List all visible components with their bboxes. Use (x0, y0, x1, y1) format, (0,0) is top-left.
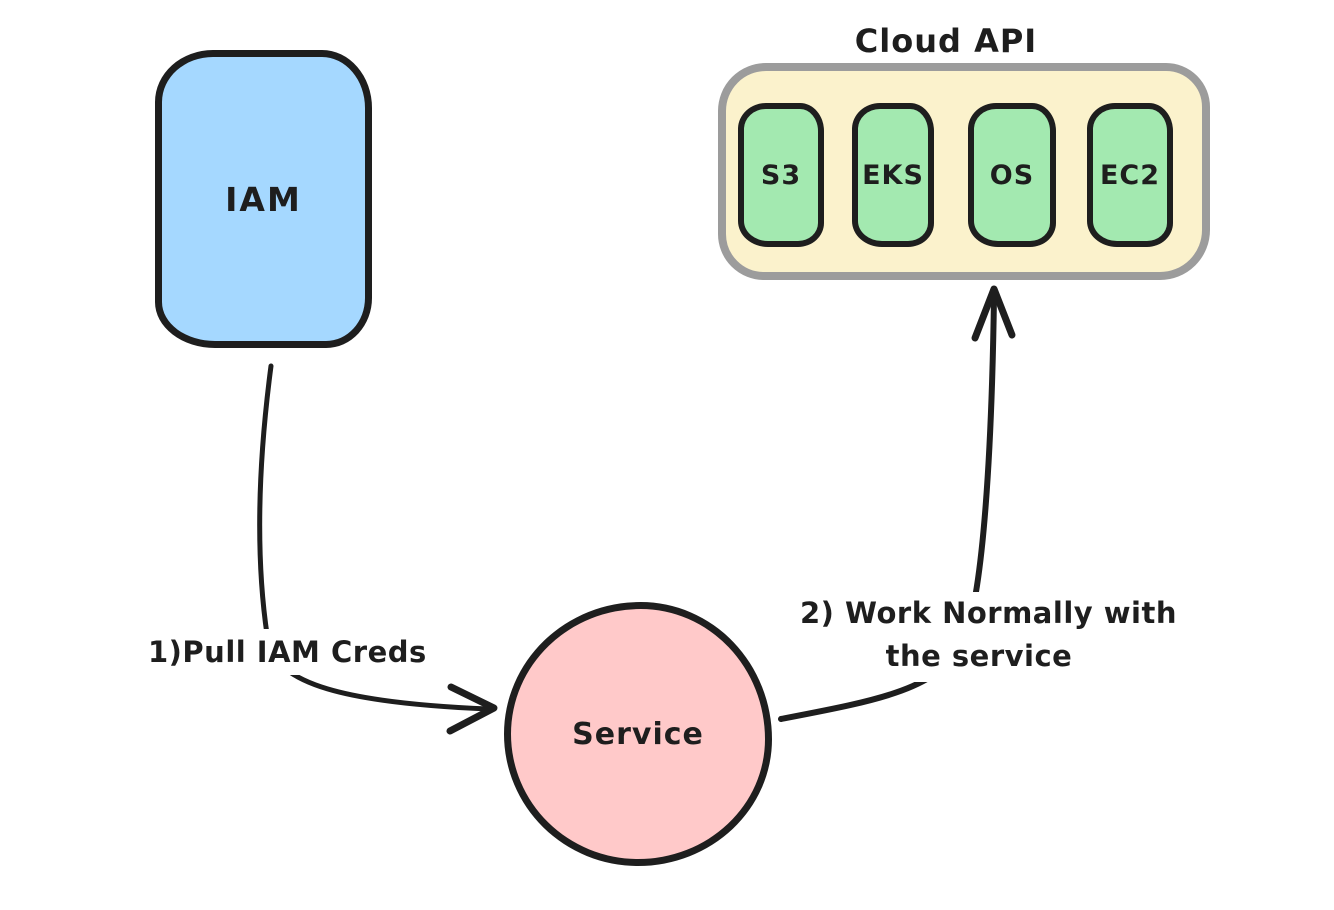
iam-node: IAM (155, 50, 372, 348)
arrow-label-pull-iam-creds: 1)Pull IAM Creds (148, 629, 426, 675)
iam-node-label: IAM (225, 179, 302, 219)
cloud-service-s3-label: S3 (760, 159, 802, 191)
cloud-service-ec2: EC2 (1087, 103, 1173, 247)
cloud-service-eks: EKS (852, 103, 934, 247)
arrow-label-work-normally: 2) Work Normally with the service (800, 592, 1177, 682)
cloud-service-s3: S3 (738, 103, 824, 247)
arrow-label-work-normally-line1: 2) Work Normally with (800, 596, 1177, 630)
service-node: Service (504, 602, 772, 866)
arrow-label-work-normally-line2: the service (885, 639, 1073, 673)
cloud-service-eks-label: EKS (862, 159, 924, 191)
arrow-pull-iam-creds-head (446, 683, 498, 735)
cloud-api-container: S3 EKS OS EC2 (718, 63, 1210, 280)
cloud-service-ec2-label: EC2 (1099, 159, 1161, 191)
cloud-service-os-label: OS (989, 159, 1035, 191)
arrow-pull-iam-creds (257, 363, 498, 735)
arrow-work-normally-head (971, 285, 1016, 342)
cloud-api-title: Cloud API (854, 22, 1038, 60)
service-node-label: Service (572, 716, 704, 752)
cloud-service-os: OS (968, 103, 1056, 247)
